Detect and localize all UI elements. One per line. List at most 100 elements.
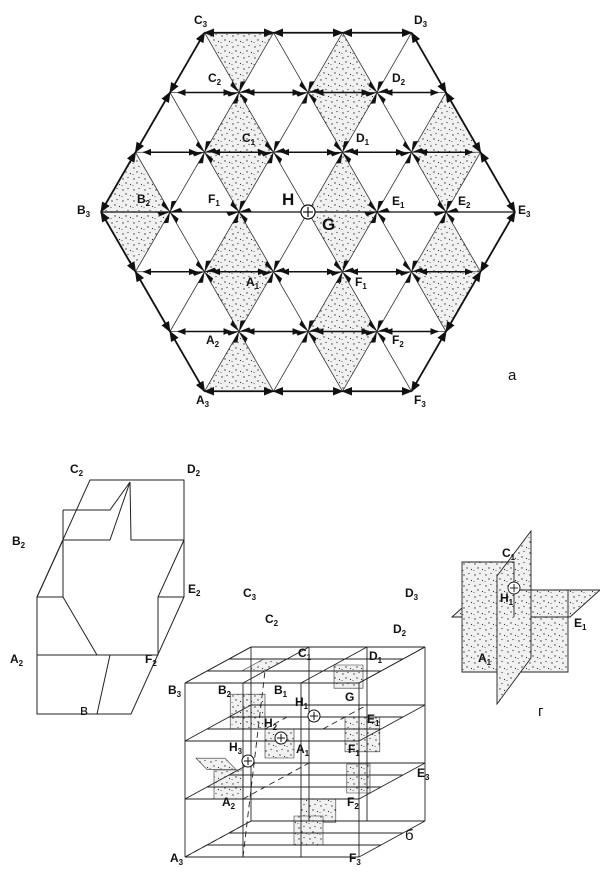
label-b-C3: C3	[243, 586, 257, 602]
caption-b: б	[405, 827, 414, 844]
figure-v	[36, 479, 185, 715]
vertex-pinwheel	[226, 81, 252, 104]
vertex-pinwheel	[329, 260, 356, 284]
pinwheel-blade	[364, 212, 377, 217]
hex-triangle	[308, 152, 377, 212]
label-b-B2: B2	[218, 683, 232, 699]
edge-arrow	[169, 330, 189, 362]
vertex-pinwheel	[398, 260, 425, 284]
cube-edge	[184, 820, 252, 858]
edge-arrow	[100, 181, 120, 213]
label-g-H1: H1	[500, 591, 514, 607]
caption-v: в	[80, 702, 88, 719]
label-v-C2: C2	[70, 462, 84, 478]
hex-shaded-triangles	[101, 32, 515, 392]
hex-triangle	[239, 152, 308, 212]
pinwheel-blade	[377, 92, 386, 104]
axis-symbol-H3	[241, 754, 255, 768]
pinwheel-blade	[411, 267, 425, 272]
cube-edge	[322, 704, 368, 730]
pinwheel-blade	[364, 92, 377, 97]
pinwheel-blade	[273, 267, 287, 272]
label-a-C1: C1	[242, 131, 256, 147]
plane-vertical-diagonal	[496, 529, 532, 706]
pinwheel-blade	[198, 271, 205, 284]
label-v-D2: D2	[187, 462, 201, 478]
cube-edge	[358, 646, 426, 684]
edge-arrow	[445, 91, 465, 123]
edge-arrow	[151, 91, 171, 123]
pinwheel-blade	[336, 271, 343, 284]
edge-arrow	[117, 241, 137, 273]
pinwheel-blade	[191, 152, 205, 157]
pinwheel-blade	[230, 200, 239, 212]
pinwheel-blade	[204, 271, 214, 284]
figure-a: C3 D3 C2 D2 C1 D1 B3 B2 F1 H G E1 E2 E3 …	[77, 13, 531, 409]
label-a-C2: C2	[208, 71, 222, 87]
pinwheel-blade	[377, 207, 390, 212]
pinwheel-blade	[446, 200, 453, 212]
label-b-H3: H3	[229, 740, 243, 756]
pinwheel-blade	[239, 81, 246, 93]
hex-triangle	[308, 32, 377, 93]
vertex-pinwheel	[226, 320, 252, 343]
pinwheel-blade	[195, 260, 205, 272]
pinwheel-blade	[232, 212, 239, 224]
hex-triangle	[170, 92, 239, 153]
hex-triangle	[342, 212, 412, 272]
hex-triangle	[170, 271, 239, 332]
caption-g: г	[538, 703, 544, 720]
plane-outline-back	[462, 561, 569, 617]
cross-inner-outline	[62, 481, 184, 598]
edge-arrow	[134, 121, 154, 154]
hex-triangle	[342, 331, 412, 392]
pinwheel-blade	[342, 271, 352, 284]
vertex-pinwheel	[226, 200, 252, 224]
edge-arrow	[151, 301, 171, 333]
pinwheel-blade	[308, 88, 321, 93]
vertex-pinwheel	[295, 81, 321, 104]
stippled-plane	[241, 658, 288, 672]
hex-triangle	[170, 152, 239, 212]
pinwheel-blade	[308, 331, 317, 343]
pinwheel-blade	[204, 140, 211, 153]
label-a-A2: A2	[206, 333, 220, 349]
vertex-pinwheel	[295, 320, 321, 343]
edge-arrow	[186, 31, 206, 64]
label-a-B2: B2	[137, 192, 151, 208]
pinwheel-blade	[170, 207, 183, 212]
cube-edge	[358, 762, 426, 800]
pinwheel-blade	[226, 331, 239, 336]
pinwheel-blade	[333, 140, 343, 153]
pinwheel-blade	[295, 331, 308, 336]
cube-lines	[184, 646, 426, 858]
hex-triangle	[135, 271, 205, 332]
label-b-A1: A1	[296, 742, 310, 758]
pinwheel-blade	[377, 331, 386, 343]
pinwheel-blade	[377, 212, 386, 224]
label-a-D3: D3	[414, 13, 428, 29]
caption-a: а	[508, 367, 517, 384]
pinwheel-blade	[433, 212, 446, 217]
hex-triangle	[308, 212, 377, 272]
cube-edge	[242, 646, 310, 684]
label-g-A1: A1	[478, 651, 492, 667]
edge-arrow	[117, 151, 137, 183]
pinwheel-blade	[301, 92, 308, 104]
pinwheel-blade	[226, 212, 239, 217]
vertex-pinwheel	[260, 140, 287, 164]
label-v-F2: F2	[145, 652, 157, 668]
hex-triangle	[273, 32, 343, 93]
stippled-plane	[346, 763, 371, 794]
label-a-F1-left: F1	[208, 192, 220, 208]
axis-symbol-H1	[307, 709, 321, 723]
pinwheel-blade	[239, 200, 246, 212]
hex-triangle	[342, 92, 412, 153]
label-b-B3: B3	[168, 683, 182, 699]
pinwheel-blade	[239, 331, 248, 343]
pinwheel-blade	[411, 140, 418, 153]
pinwheel-blade	[342, 140, 349, 153]
pinwheel-blade	[232, 331, 239, 343]
label-b-H1: H1	[295, 695, 309, 711]
edge-arrow	[496, 211, 516, 243]
